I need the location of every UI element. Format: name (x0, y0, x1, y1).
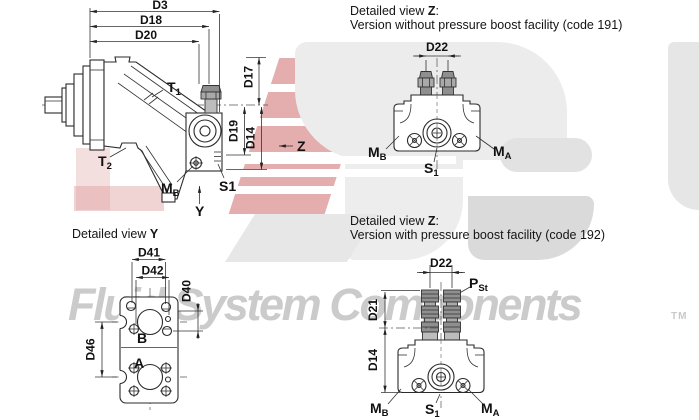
port-label-mb-191: MB (368, 144, 387, 163)
plug-right (439, 71, 457, 96)
port-s1-ticks (214, 151, 221, 162)
svg-text:D14: D14 (244, 127, 258, 149)
port-label-pst: PSt (469, 275, 489, 294)
port-label-s1-192: S1 (425, 401, 440, 420)
mounting-flange (65, 59, 105, 151)
plug-left (417, 71, 435, 96)
main-pump-view: D3 D18 D20 D17 D19 (42, 0, 306, 219)
port-s1-circle-191 (422, 118, 452, 148)
port-label-a: A (134, 355, 144, 371)
svg-text:D21: D21 (366, 299, 380, 321)
boost-fitting-left (421, 289, 439, 341)
port-a-circle (136, 363, 164, 391)
dimension-d3: D3 (89, 0, 220, 112)
axis-label-z: Z (297, 138, 306, 154)
dimension-d19: D19 (226, 107, 251, 156)
svg-text:D22: D22 (426, 40, 448, 54)
detail-y-header: Detailed view Y (72, 227, 159, 241)
svg-text:D14: D14 (366, 349, 380, 371)
dimension-d41: D41 (131, 246, 166, 304)
dimension-d40: D40 (173, 280, 203, 339)
detail-view-y: D41 D42 D40 D46 B (84, 246, 203, 410)
detail-z192-header-line1: Detailed view Z: (350, 214, 439, 228)
plate-holes (125, 300, 173, 397)
port-b-circle (136, 308, 164, 336)
detail-z191-header-line1: Detailed view Z: (350, 4, 439, 18)
dimension-d20: D20 (90, 28, 200, 84)
port-label-t2: T2 (98, 153, 112, 172)
flange-plate (119, 296, 179, 404)
boost-fitting-right (443, 289, 461, 341)
svg-text:D40: D40 (180, 280, 194, 302)
detail-z191-header-line2: Version without pressure boost facility … (350, 18, 623, 32)
svg-text:D18: D18 (140, 13, 162, 27)
port-mb-circle (189, 156, 203, 170)
plate-notches (118, 314, 128, 385)
detail-view-z-192: D22 PSt (366, 256, 500, 420)
svg-text:D3: D3 (152, 0, 168, 12)
valve-block-191 (393, 94, 481, 152)
valve-block-192 (397, 339, 485, 394)
dimension-d17: D17 (242, 57, 266, 105)
svg-text:D46: D46 (84, 338, 98, 360)
valve-block (185, 85, 223, 172)
dimension-d42: D42 (135, 264, 170, 324)
detail-view-z-191: D22 (368, 40, 512, 179)
detail-z192-header-line2: Version with pressure boost facility (co… (350, 228, 605, 242)
svg-text:D17: D17 (242, 66, 256, 88)
svg-text:D19: D19 (227, 120, 241, 142)
dimension-d14-192: D14 (366, 328, 400, 393)
svg-text:D42: D42 (141, 264, 163, 278)
port-label-b: B (137, 330, 147, 346)
dimension-d18: D18 (90, 13, 210, 84)
port-label-mb-192: MB (370, 400, 389, 419)
axis-label-y: Y (195, 203, 205, 219)
port-label-s1: S1 (219, 178, 236, 194)
svg-text:D41: D41 (138, 246, 160, 260)
svg-text:D22: D22 (430, 256, 452, 270)
dimension-d21: D21 (366, 290, 438, 329)
bolt-left-192 (411, 377, 427, 394)
top-plug (200, 85, 222, 114)
port-label-t1: T1 (167, 79, 182, 98)
svg-text:D20: D20 (135, 28, 157, 42)
port-label-mb: MB (161, 180, 180, 199)
port-s1-circle-192 (427, 363, 455, 391)
port-label-ma-192: MA (481, 400, 500, 419)
port-label-ma-191: MA (493, 143, 512, 162)
bent-axis-housing (103, 56, 211, 203)
dimension-d46: D46 (84, 321, 117, 378)
bolt-right-192 (455, 377, 471, 394)
